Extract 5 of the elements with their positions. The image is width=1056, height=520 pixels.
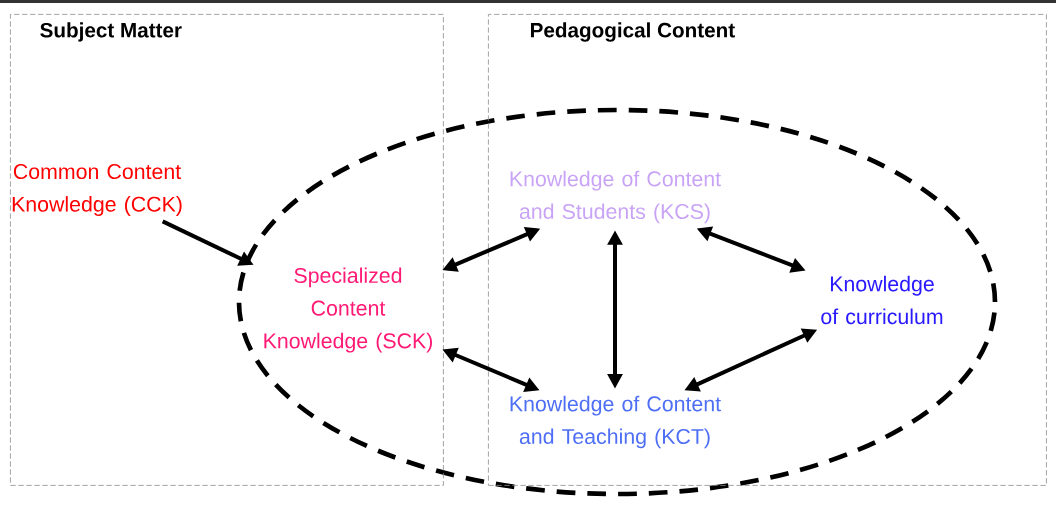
concept-label: Knowledge of curriculum <box>821 275 943 325</box>
concept-label: Knowledge of Content and Students (KCS) <box>510 170 721 224</box>
concept-label: Common Content Knowledge (CCK) <box>12 164 182 216</box>
concept-label: Knowledge of Content and Teaching (KCT) <box>510 395 721 449</box>
concept-label: Specialized Content Knowledge (SCK) <box>264 267 432 353</box>
